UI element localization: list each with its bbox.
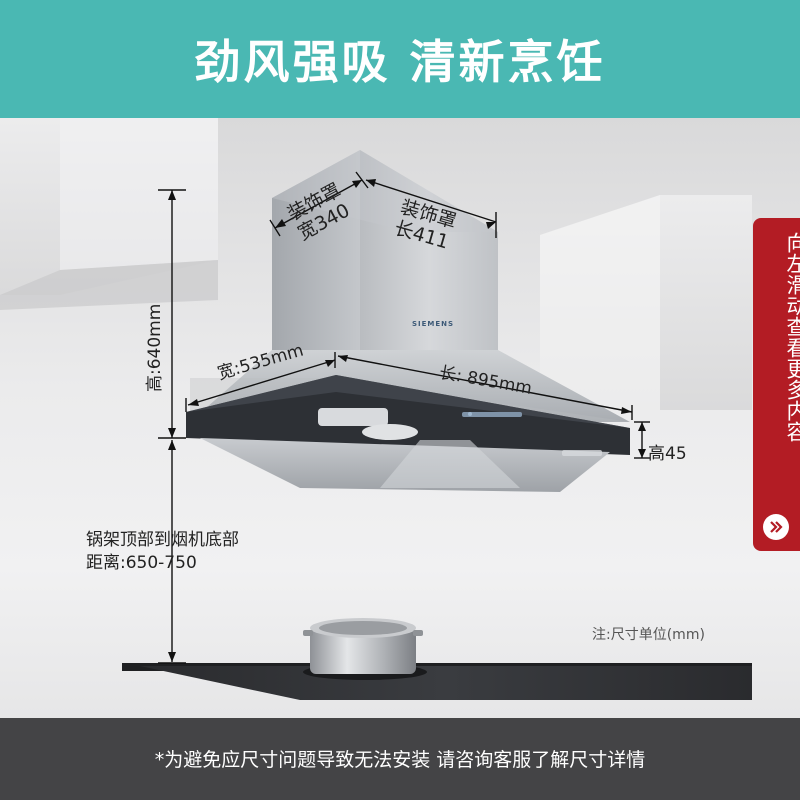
pot <box>303 618 423 674</box>
header-banner: 劲风强吸 清新烹饪 <box>0 0 800 118</box>
swipe-more-text: 向左滑动查看更多内容 <box>784 232 800 442</box>
distance-label-line2: 距离:650-750 <box>86 553 197 573</box>
left-cabinet <box>0 118 218 310</box>
panel-height-label: 高45 <box>648 444 687 464</box>
unit-note: 注:尺寸单位(mm) <box>592 627 705 643</box>
dimension-arrowheads <box>168 179 646 662</box>
hood-canopy <box>186 350 630 492</box>
chimney-cover <box>272 150 498 362</box>
footer-banner: *为避免应尺寸问题导致无法安装 请咨询客服了解尺寸详情 <box>0 718 800 800</box>
right-cabinet <box>540 195 752 410</box>
total-height-label: 高:640mm <box>145 303 165 392</box>
arrow-right-icon <box>763 514 789 540</box>
swipe-more-tab[interactable]: 向左滑动查看更多内容 <box>753 218 800 551</box>
page-title: 劲风强吸 清新烹饪 <box>194 35 606 89</box>
footer-disclaimer: *为避免应尺寸问题导致无法安装 请咨询客服了解尺寸详情 <box>154 749 646 771</box>
cooktop <box>122 663 752 700</box>
distance-label-line1: 锅架顶部到烟机底部 <box>86 530 239 550</box>
brand-logo: SIEMENS <box>412 320 455 328</box>
